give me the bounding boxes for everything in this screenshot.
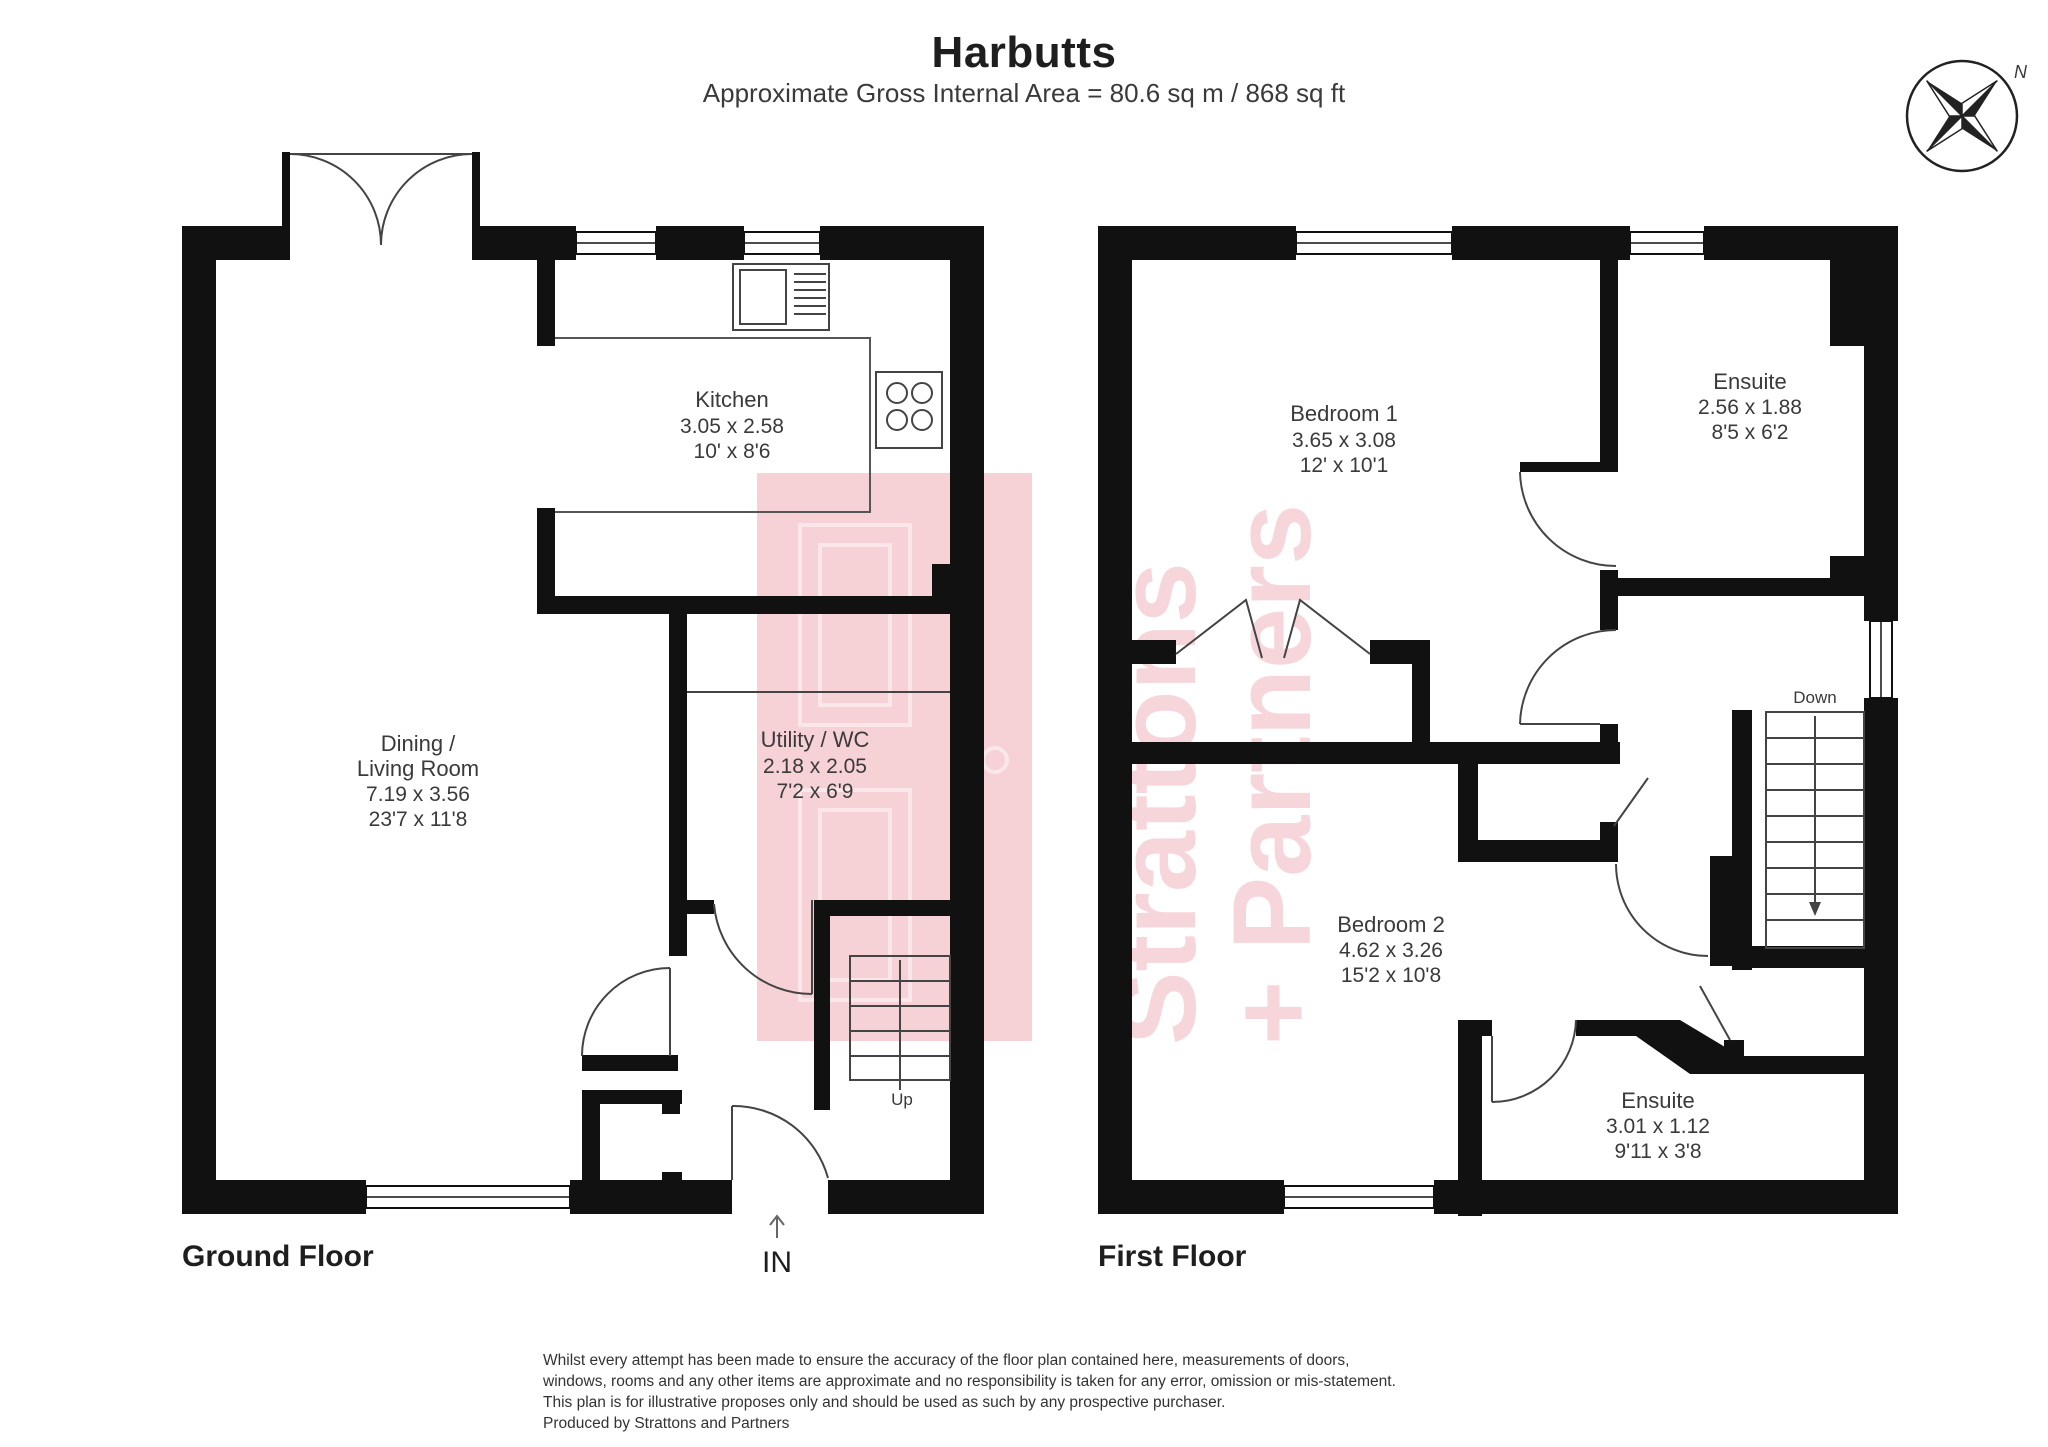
hob-icon	[875, 371, 943, 449]
kitchen-name: Kitchen	[695, 387, 768, 412]
first-floor-plan	[1098, 226, 1898, 1216]
ensuite2-name: Ensuite	[1621, 1088, 1694, 1113]
svg-text:+ Partners: + Partners	[1211, 504, 1334, 1045]
ground-floor-plan	[182, 152, 984, 1238]
kitchen-metric: 3.05 x 2.58	[680, 415, 784, 438]
disclaimer-line: Produced by Strattons and Partners	[543, 1415, 790, 1432]
first-floor-label: First Floor	[1098, 1240, 1247, 1273]
compass-rose-icon: N	[1905, 59, 2028, 173]
bedroom2-name: Bedroom 2	[1337, 912, 1445, 937]
entrance-label: IN	[762, 1246, 792, 1279]
watermark-logo	[757, 473, 1032, 1041]
sink-icon	[732, 263, 830, 331]
ground-floor-label: Ground Floor	[182, 1240, 374, 1273]
bedroom1-name: Bedroom 1	[1290, 401, 1398, 426]
ensuite1-metric: 2.56 x 1.88	[1698, 396, 1802, 419]
kitchen-imperial: 10' x 8'6	[694, 440, 771, 463]
bedroom2-metric: 4.62 x 3.26	[1339, 939, 1443, 962]
stairs-down-label: Down	[1793, 688, 1836, 707]
plan-title: Harbutts	[931, 28, 1117, 77]
utility-imperial: 7'2 x 6'9	[777, 780, 854, 803]
compass-north-label: N	[2014, 62, 2028, 82]
disclaimer-line: This plan is for illustrative proposes o…	[543, 1394, 1226, 1411]
bedroom1-imperial: 12' x 10'1	[1300, 454, 1389, 477]
disclaimer: Whilst every attempt has been made to en…	[543, 1350, 1593, 1434]
room-labels: Kitchen 3.05 x 2.58 10' x 8'6 Dining / L…	[357, 369, 1837, 1163]
disclaimer-line: Whilst every attempt has been made to en…	[543, 1352, 1350, 1369]
utility-metric: 2.18 x 2.05	[763, 755, 867, 778]
ensuite2-metric: 3.01 x 1.12	[1606, 1115, 1710, 1138]
utility-name: Utility / WC	[761, 727, 870, 752]
dining-imperial: 23'7 x 11'8	[369, 808, 468, 831]
ensuite2-imperial: 9'11 x 3'8	[1614, 1140, 1701, 1163]
disclaimer-line: windows, rooms and any other items are a…	[543, 1373, 1396, 1390]
gross-area: Approximate Gross Internal Area = 80.6 s…	[702, 78, 1346, 108]
dining-name-2: Living Room	[357, 756, 479, 781]
bedroom2-imperial: 15'2 x 10'8	[1341, 964, 1441, 987]
dining-metric: 7.19 x 3.56	[366, 783, 470, 806]
bedroom1-metric: 3.65 x 3.08	[1292, 429, 1396, 452]
ensuite1-name: Ensuite	[1713, 369, 1786, 394]
stairs-up-label: Up	[891, 1090, 913, 1109]
dining-name: Dining /	[381, 731, 456, 756]
ensuite1-imperial: 8'5 x 6'2	[1712, 421, 1789, 444]
